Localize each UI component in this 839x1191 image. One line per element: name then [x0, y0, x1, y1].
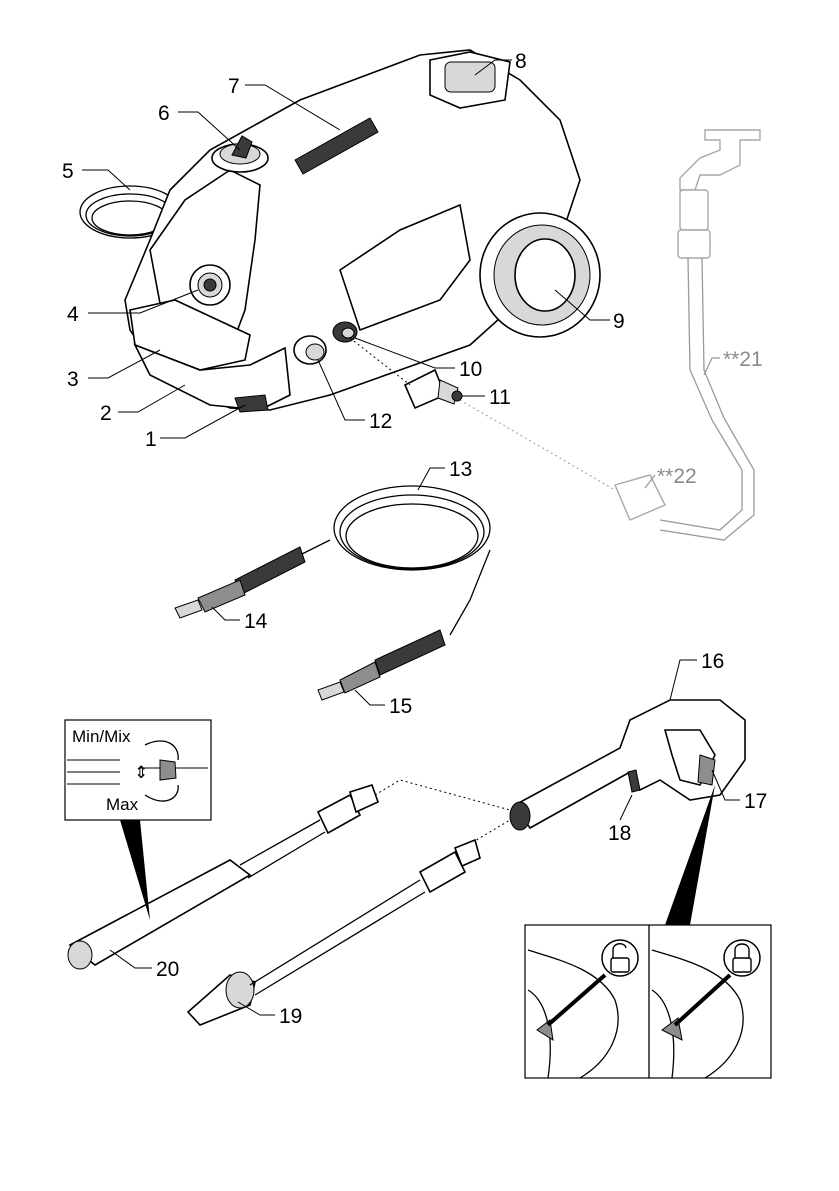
callout-9: 9 [613, 310, 625, 333]
connection-guide-line [374, 779, 511, 811]
callout-12: 12 [369, 410, 392, 433]
hose-connector-gun [174, 546, 306, 619]
callout-labels: 1 2 3 4 5 6 7 8 9 10 11 12 13 14 15 16 1… [62, 50, 767, 1028]
callout-14: 14 [244, 610, 268, 633]
callout-15: 15 [389, 695, 412, 718]
nozzle-min-mix-label: Min/Mix [72, 727, 131, 746]
callout-10: 10 [459, 358, 482, 381]
callout-5: 5 [62, 160, 74, 183]
hose-reel [479, 212, 601, 338]
callout-3: 3 [67, 368, 79, 391]
nozzle-adjustment-inset: Min/Mix Max ⇕ [64, 719, 212, 920]
foot [234, 394, 269, 413]
unlocked-panel [527, 939, 639, 1079]
base-unit [133, 343, 291, 411]
inset-pointer [120, 820, 150, 920]
callout-13: 13 [449, 458, 472, 481]
high-pressure-hose [299, 485, 491, 636]
trigger-lock [627, 769, 641, 793]
dirt-blaster [186, 838, 481, 1026]
callout-4: 4 [67, 303, 79, 326]
trigger [697, 754, 716, 786]
callout-6: 6 [158, 102, 170, 125]
connection-guide-line [459, 399, 616, 491]
nozzle-max-label: Max [106, 795, 139, 814]
water-connection-coupling [403, 368, 463, 410]
device-switch [211, 135, 269, 173]
callout-18: 18 [608, 822, 631, 845]
water-tap [679, 129, 761, 191]
garden-hose [659, 257, 743, 531]
callout-21: **21 [723, 348, 763, 371]
callout-20: 20 [156, 958, 179, 981]
callout-22: **22 [657, 465, 697, 488]
high-pressure-connection [189, 264, 231, 306]
callout-11: 11 [489, 386, 511, 409]
callout-2: 2 [100, 402, 112, 425]
water-inlet [332, 321, 358, 343]
trigger-gun [509, 699, 746, 831]
hose-coupling [614, 474, 666, 521]
callout-19: 19 [279, 1005, 302, 1028]
pressure-washer-unit [79, 49, 601, 413]
trigger-lock-inset [524, 785, 772, 1079]
callout-8: 8 [515, 50, 527, 73]
inset-pointer [665, 785, 715, 925]
garden-hose-accessory [614, 129, 761, 541]
connection-guide-line [467, 819, 511, 846]
nozzle-adjust-arrow: ⇕ [134, 763, 148, 782]
hose-connector-unit [317, 629, 446, 701]
callout-16: 16 [701, 650, 724, 673]
leader-lines [82, 59, 740, 1016]
side-panel [339, 203, 471, 332]
callout-7: 7 [228, 75, 240, 98]
vario-power-jet [67, 784, 379, 970]
type-plate [294, 117, 379, 175]
callout-1: 1 [145, 428, 157, 451]
callout-17: 17 [744, 790, 767, 813]
detergent-intake [293, 335, 327, 365]
locked-panel [651, 939, 761, 1079]
